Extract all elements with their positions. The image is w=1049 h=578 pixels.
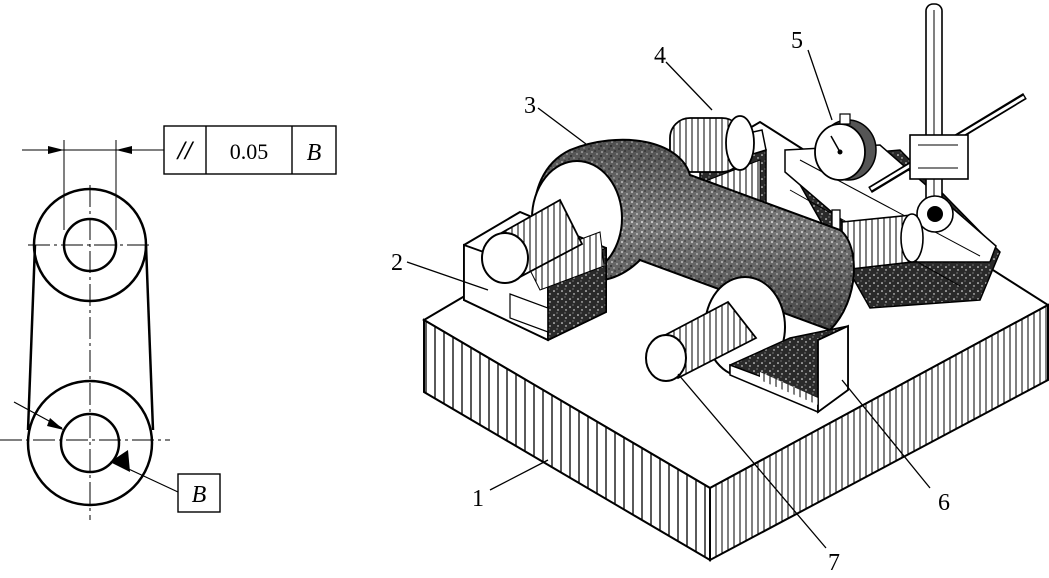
dimension-arrow-right bbox=[116, 146, 132, 154]
right-shaft bbox=[841, 213, 924, 271]
measurement-setup-drawing: 1 2 3 4 5 6 7 bbox=[391, 3, 1049, 576]
datum-label: B bbox=[192, 482, 207, 508]
tolerance-value: 0.05 bbox=[230, 139, 269, 164]
rear-shaft-end bbox=[669, 115, 755, 173]
geometric-tolerance-frame: // 0.05 B bbox=[163, 125, 337, 175]
datum-leader-arrowhead bbox=[47, 418, 64, 430]
small-end-outer-circle bbox=[32, 187, 148, 303]
dimension-arrow-left bbox=[48, 146, 64, 154]
rod-left-edge bbox=[26, 244, 37, 431]
callout-6: 6 bbox=[938, 490, 950, 516]
big-end-outer-circle bbox=[26, 379, 154, 507]
left-shaft bbox=[481, 198, 584, 284]
callout-3: 3 bbox=[524, 93, 536, 119]
surface-plate-right-face bbox=[709, 303, 1049, 562]
tolerance-datum-ref: B bbox=[307, 140, 322, 166]
callout-5: 5 bbox=[791, 28, 803, 54]
parallelism-symbol: // bbox=[176, 136, 195, 165]
datum-box bbox=[177, 473, 221, 513]
callout-4: 4 bbox=[654, 43, 666, 69]
callout-2: 2 bbox=[391, 250, 403, 276]
connecting-rod-drawing: // 0.05 B B bbox=[0, 125, 337, 520]
front-mandrel bbox=[645, 300, 758, 382]
right-vee-block bbox=[729, 324, 849, 414]
callout-1: 1 bbox=[472, 486, 484, 512]
callout-leaders bbox=[406, 49, 931, 549]
small-end-bore bbox=[62, 217, 118, 273]
callout-7: 7 bbox=[828, 550, 840, 573]
rod-right-edge bbox=[144, 244, 155, 431]
datum-triangle bbox=[110, 450, 130, 472]
big-end-bore bbox=[59, 412, 121, 474]
